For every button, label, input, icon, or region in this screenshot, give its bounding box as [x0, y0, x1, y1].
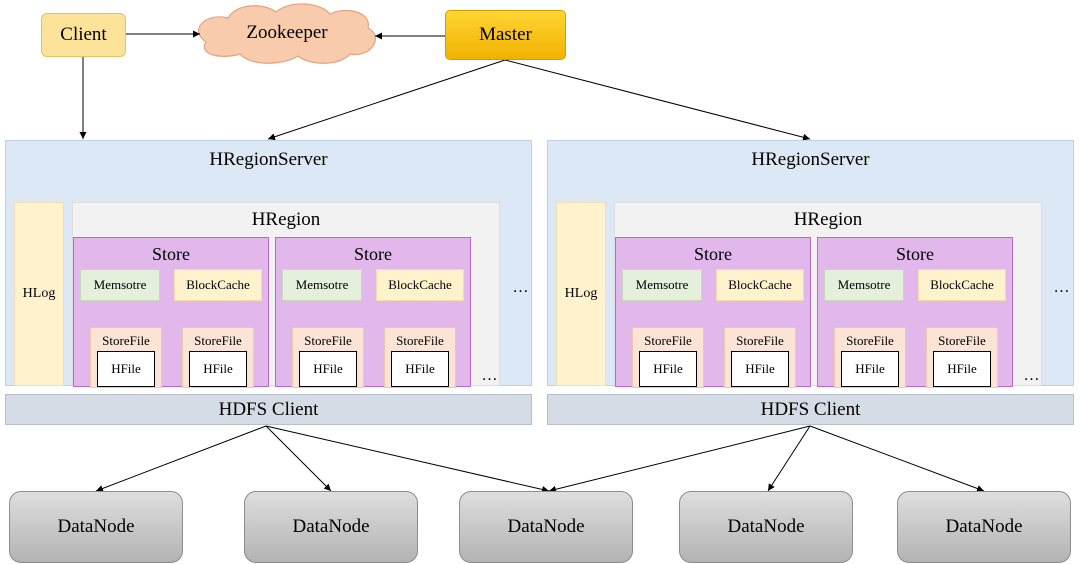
hregion-title: HRegion: [793, 209, 863, 230]
regionserver-title: HRegionServer: [751, 149, 870, 170]
storefile-label: StoreFile: [194, 333, 242, 348]
zookeeper-cloud-icon: [198, 3, 376, 64]
ellipsis-outer: …: [512, 279, 530, 296]
hdfs-client-1: HDFS Client: [5, 394, 532, 425]
hfile-box: HFile: [933, 351, 991, 387]
hdfs-client-2: HDFS Client: [547, 394, 1074, 425]
datanode-1: DataNode: [9, 491, 183, 563]
blockcache-box: BlockCache: [376, 269, 464, 301]
storefile-label: StoreFile: [304, 333, 352, 348]
regionserver-title: HRegionServer: [209, 149, 328, 170]
ellipsis-outer: …: [1053, 279, 1071, 296]
storefile-label: StoreFile: [736, 333, 784, 348]
memstore-box: Memsotre: [80, 269, 160, 301]
hfile-box: HFile: [189, 351, 247, 387]
blockcache-box: BlockCache: [918, 269, 1006, 301]
arrow-hdfs2-to-datanode-4: [767, 425, 811, 492]
ellipsis-inner: …: [1023, 367, 1041, 384]
storefile-box: StoreFile HFile: [724, 327, 796, 388]
hlog-box: HLog: [14, 202, 64, 386]
hfile-box: HFile: [639, 351, 697, 387]
hfile-box: HFile: [299, 351, 357, 387]
hregion-box: HRegion Store Memsotre BlockCache StoreF…: [72, 202, 500, 388]
store-title: Store: [896, 243, 934, 264]
datanode-5: DataNode: [897, 491, 1071, 563]
storefile-box: StoreFile HFile: [834, 327, 906, 388]
store-title: Store: [694, 243, 732, 264]
store-title: Store: [152, 243, 190, 264]
store-box: Store Memsotre BlockCache StoreFile HFil…: [73, 237, 269, 388]
hfile-box: HFile: [97, 351, 155, 387]
arrow-hdfs1-to-datanode-2: [265, 425, 332, 492]
arrow-hdfs1-to-datanode-3: [265, 425, 550, 493]
storefile-label: StoreFile: [938, 333, 986, 348]
blockcache-box: BlockCache: [716, 269, 804, 301]
hregion-box: HRegion Store Memsotre BlockCache StoreF…: [614, 202, 1042, 388]
datanode-4: DataNode: [679, 491, 853, 563]
client-node: Client: [41, 13, 126, 57]
datanode-3: DataNode: [459, 491, 633, 563]
arrow-master-to-regionserver-2: [504, 59, 811, 141]
hfile-box: HFile: [391, 351, 449, 387]
zookeeper-label: Zookeeper: [246, 22, 328, 43]
blockcache-box: BlockCache: [174, 269, 262, 301]
master-node: Master: [445, 10, 566, 60]
arrow-hdfs2-to-datanode-5: [809, 425, 985, 492]
hfile-box: HFile: [731, 351, 789, 387]
storefile-box: StoreFile HFile: [292, 327, 364, 388]
storefile-label: StoreFile: [396, 333, 444, 348]
datanode-2: DataNode: [244, 491, 418, 563]
regionserver-2: HRegionServer HLog HRegion Store Memsotr…: [547, 140, 1074, 388]
storefile-box: StoreFile HFile: [90, 327, 162, 388]
hlog-box: HLog: [556, 202, 606, 386]
storefile-label: StoreFile: [644, 333, 692, 348]
storefile-label: StoreFile: [102, 333, 150, 348]
storefile-box: StoreFile HFile: [182, 327, 254, 388]
store-title: Store: [354, 243, 392, 264]
regionserver-1: HRegionServer HLog HRegion Store Memsotr…: [5, 140, 532, 388]
arrow-hdfs2-to-datanode-3: [548, 425, 811, 493]
memstore-box: Memsotre: [824, 269, 904, 301]
hregion-title: HRegion: [251, 209, 321, 230]
storefile-box: StoreFile HFile: [926, 327, 998, 388]
hfile-box: HFile: [841, 351, 899, 387]
memstore-box: Memsotre: [622, 269, 702, 301]
store-box: Store Memsotre BlockCache StoreFile HFil…: [275, 237, 471, 388]
storefile-label: StoreFile: [846, 333, 894, 348]
store-box: Store Memsotre BlockCache StoreFile HFil…: [615, 237, 811, 388]
arrow-master-to-regionserver-1: [267, 59, 506, 141]
memstore-box: Memsotre: [282, 269, 362, 301]
ellipsis-inner: …: [481, 367, 499, 384]
storefile-box: StoreFile HFile: [632, 327, 704, 388]
arrow-hdfs1-to-datanode-1: [95, 425, 267, 492]
store-box: Store Memsotre BlockCache StoreFile HFil…: [817, 237, 1013, 388]
storefile-box: StoreFile HFile: [384, 327, 456, 388]
